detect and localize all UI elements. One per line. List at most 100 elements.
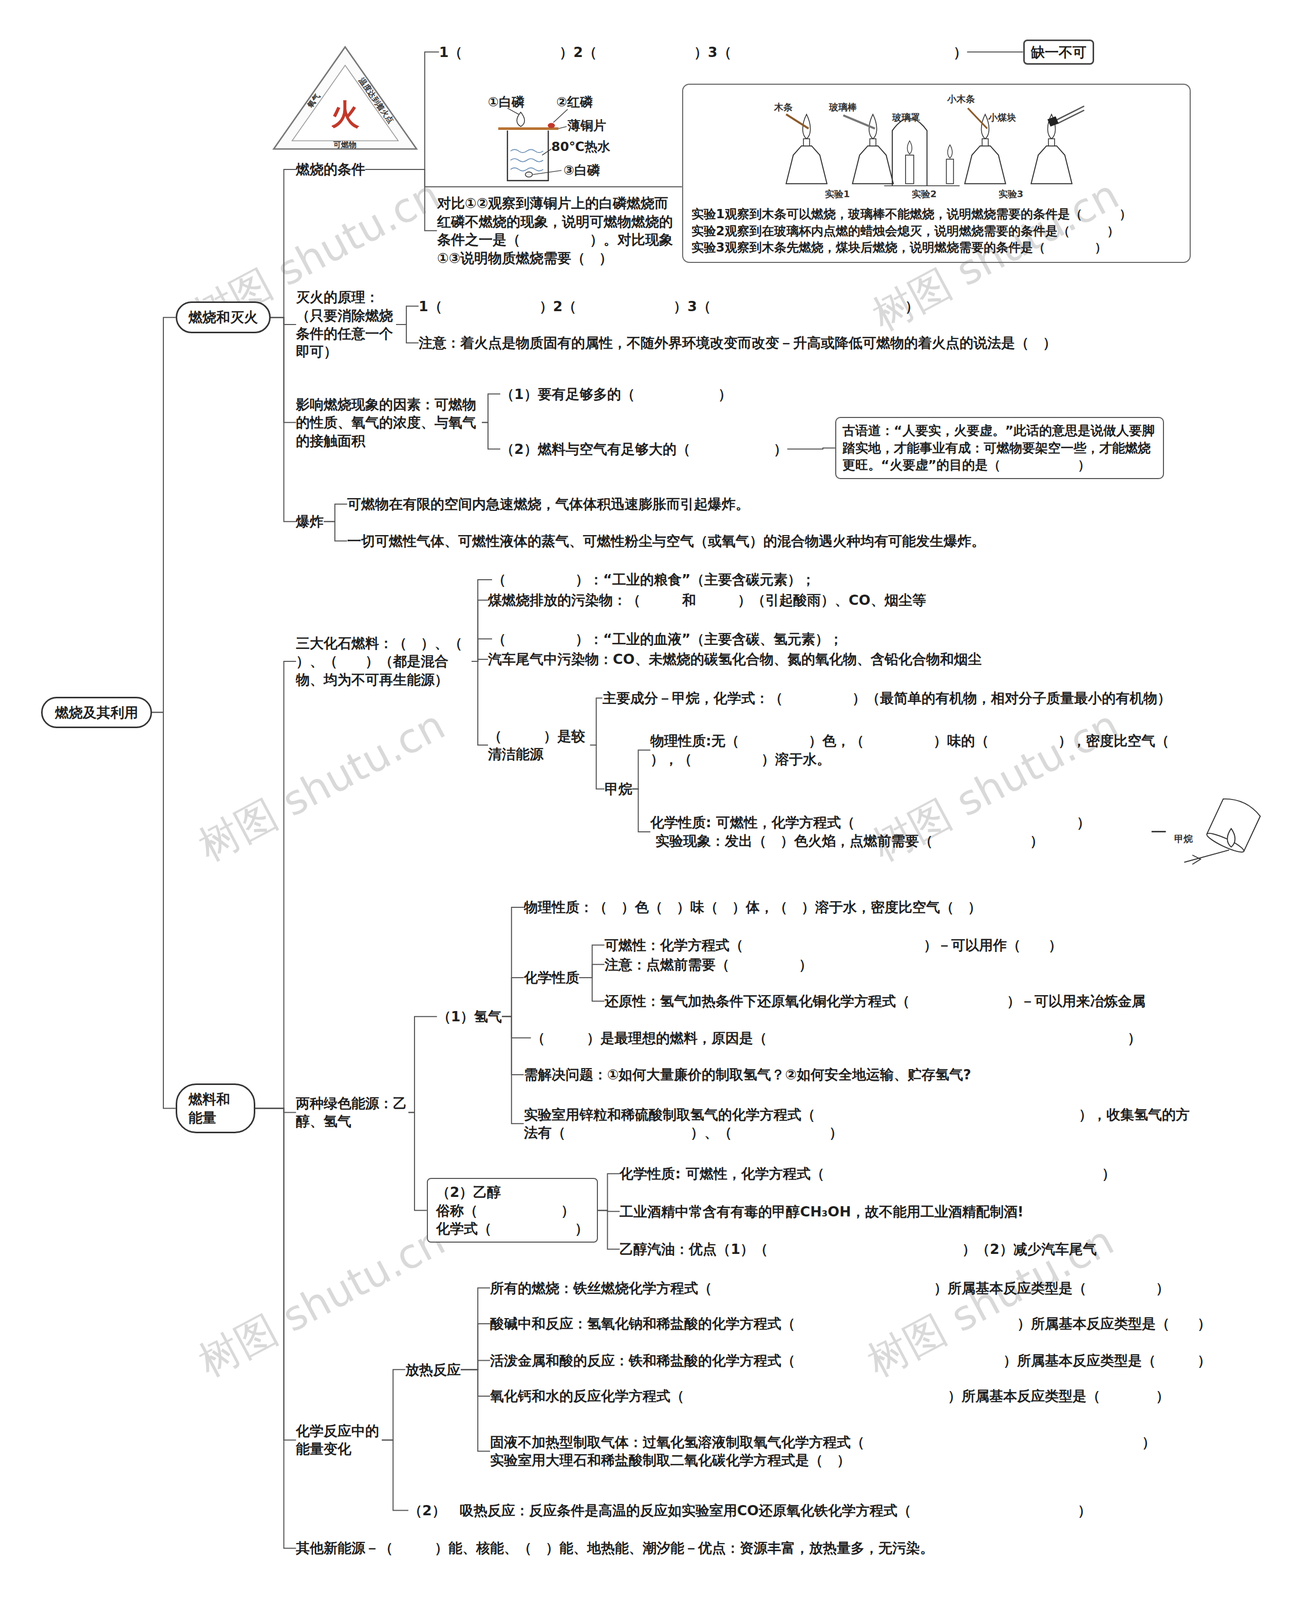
topic-text: 一切可燃性气体、可燃性液体的蒸气、可燃性粉尘与空气（或氧气）的混合物遇火种均有可…: [347, 532, 986, 551]
branch-connector: [597, 1174, 621, 1212]
branch-connector: [579, 945, 605, 979]
branch-connector: [501, 1017, 531, 1039]
topic-text: 其他新能源－（ ）能、核能、（ ）能、地热能、潮汐能－优点：资源丰富，放热量多，…: [295, 1539, 934, 1558]
topic-text: 物理性质：（ ）色（ ）味（ ）体，（ ）溶于水，密度比空气（ ）: [523, 898, 982, 917]
node-text: 化学性质: 可燃性，化学方程式（ ）: [619, 1165, 1116, 1183]
figure-label: 薄铜片: [567, 118, 607, 133]
topic-text: 煤燃烧排放的污染物：（ 和 ）（引起酸雨）、CO、烟尘等: [487, 591, 927, 610]
figure-label: ①白磷: [487, 95, 525, 109]
node-text: 两种绿色能源：乙醇、氢气: [295, 1094, 409, 1132]
branch-connector: [270, 317, 297, 522]
node-text: 燃烧和灭火: [188, 308, 258, 327]
node-text: 注意：着火点是物质固有的属性，不随外界环境改变而改变－升高或降低可燃物的着火点的…: [418, 333, 1057, 352]
topic-text: （ ）：“工业的血液”（主要含碳、氢元素）；: [492, 630, 843, 649]
node-text: 燃烧的条件: [295, 160, 366, 179]
branch-connector: [396, 324, 419, 344]
branch-connector: [323, 504, 347, 522]
node-text: 三大化石燃料：（ ）、（ ）、（ ）（都是混合物、均为不可再生能源）: [295, 634, 472, 689]
branch-connector: [408, 1017, 438, 1114]
node-text: 物理性质：（ ）色（ ）味（ ）体，（ ）溶于水，密度比空气（ ）: [523, 898, 982, 917]
node-text: 实验现象：发出（ ）色火焰，点燃前需要（ ）: [650, 832, 1091, 851]
branch-connector: [381, 1440, 409, 1511]
branch-connector: [255, 1109, 297, 1441]
node-text: 实验3观察到木条先燃烧，煤块后燃烧，说明燃烧需要的条件是（ ）: [691, 239, 1182, 256]
node-text: 固液不加热型制取气体：过氧化氢溶液制取氧气化学方程式（ ）: [490, 1433, 1156, 1452]
node-text: 缺一不可: [1030, 43, 1087, 62]
branch-connector: [396, 306, 419, 325]
topic-text: 影响燃烧现象的因素：可燃物的性质、氧气的浓度、与氧气的接触面积: [295, 395, 482, 450]
node-text: 一切可燃性气体、可燃性液体的蒸气、可燃性粉尘与空气（或氧气）的混合物遇火种均有可…: [347, 532, 986, 551]
node-text: 爆炸: [295, 512, 324, 531]
figure-label: 玻璃罩: [892, 112, 920, 123]
figure-label: 80℃热水: [551, 139, 611, 154]
topic-text: 乙醇汽油：优点（1）（ ）（2）减少汽车尾气: [619, 1240, 1097, 1259]
branch-connector: [460, 1360, 491, 1370]
node-text: （ ）：“工业的粮食”（主要含碳元素）；: [492, 570, 816, 589]
topic-text: 化学性质: 可燃性，化学方程式（ ）实验现象：发出（ ）色火焰，点燃前需要（ ）: [650, 813, 1091, 851]
node-text: （1）氢气: [437, 1007, 503, 1026]
topic-text: 还原性：氢气加热条件下还原氧化铜化学方程式（ ）－可以用来冶炼金属: [604, 992, 1146, 1011]
node-text: 实验2观察到在玻璃杯内点燃的蜡烛会熄灭，说明燃烧需要的条件是（ ）: [691, 222, 1182, 240]
branch-connector: [579, 964, 605, 979]
branch-connector: [471, 600, 488, 662]
branch-connector: [481, 393, 501, 423]
branch-connector: [471, 579, 493, 662]
node-text: （2） 吸热反应：反应条件是高温的反应如实验室用CO还原氧化铁化学方程式（ ）: [408, 1501, 1092, 1520]
node-text: 实验室用大理石和稀盐酸制取二氧化碳化学方程式是（ ）: [490, 1451, 1156, 1470]
experiment-sketch: [785, 106, 1084, 186]
node-text: （2）燃料与空气有足够大的（ ）: [500, 440, 788, 459]
node-text: 物理性质:无（ ）色，（ ）味的（ ），密度比空气（ ），（ ）溶于水。: [650, 731, 1172, 769]
node-text: 甲烷: [604, 780, 633, 799]
node-text: 化学性质: 可燃性，化学方程式（ ）: [650, 813, 1091, 832]
node-text: 影响燃烧现象的因素：可燃物的性质、氧气的浓度、与氧气的接触面积: [295, 395, 482, 450]
topic-text: （1）要有足够多的（ ）: [500, 385, 732, 404]
branch-connector: [787, 448, 836, 450]
topic-text: 可燃物在有限的空间内急速燃烧，气体体积迅速膨胀而引起爆炸。: [347, 495, 750, 514]
branch-connector: [255, 1109, 297, 1114]
topic-text: 工业酒精中常含有有毒的甲醇CH₃OH，故不能用工业酒精配制酒!: [619, 1203, 1024, 1221]
node-text: （ ）是最理想的燃料，原因是（ ）: [531, 1029, 1142, 1048]
figure-label: 实验1: [824, 189, 850, 200]
topic-text: 实验室用锌粒和稀硫酸制取氢气的化学方程式（ ），收集氢气的方法有（ ）、（ ）: [523, 1105, 1204, 1143]
topic-text: （ ）：“工业的粮食”（主要含碳元素）；: [492, 570, 816, 589]
branch-connector: [590, 745, 605, 789]
branch-connector: [460, 1369, 491, 1452]
topic-text: 主要成分－甲烷，化学式：（ ）（最简单的有机物，相对分子质量最小的有机物）: [602, 689, 1172, 708]
figure-label: 甲烷: [1174, 834, 1193, 845]
branch-connector: [460, 1324, 491, 1370]
topic-box: 燃烧和灭火: [175, 301, 271, 333]
node-text: 需解决问题：①如何大量廉价的制取氢气？②如何安全地运输、贮存氢气?: [523, 1065, 972, 1084]
topic-text: 化学性质: [523, 968, 580, 987]
figure-label: 可燃物: [333, 140, 357, 149]
branch-connector: [152, 317, 176, 713]
figure-label: 实验2: [911, 189, 937, 200]
node-text: 对比①②观察到薄铜片上的白磷燃烧而红磷不燃烧的现象，说明可燃物燃烧的条件之一是（…: [437, 194, 678, 268]
node-text: 实验1观察到木条可以燃烧，玻璃棒不能燃烧，说明燃烧需要的条件是（ ）: [691, 205, 1182, 223]
topic-text: （ ）是最理想的燃料，原因是（ ）: [531, 1029, 1142, 1048]
figure-label: 实验3: [998, 189, 1024, 200]
topic-text: 汽车尾气中污染物：CO、未燃烧的碳氢化合物、氮的氧化物、含铅化合物和烟尘: [487, 650, 982, 669]
node-text: 1（ ）2（ ）3（ ）: [439, 43, 968, 62]
node-text: 化学反应中的能量变化: [295, 1422, 382, 1459]
branch-connector: [597, 1210, 621, 1250]
branch-connector: [323, 521, 347, 542]
branch-connector: [460, 1369, 491, 1397]
branch-connector: [967, 51, 1024, 53]
figure-label: 火: [330, 98, 360, 130]
branch-connector: [255, 661, 297, 1110]
topic-text: 化学反应中的能量变化: [295, 1422, 382, 1459]
branch-connector: [152, 712, 176, 1109]
node-text: （ ）是较清洁能源: [487, 727, 591, 764]
node-text: 燃料和 能量: [188, 1090, 243, 1127]
node-text: 1（ ）2（ ）3（ ）: [418, 297, 919, 316]
node-text: 活泼金属和酸的反应：铁和稀盐酸的化学方程式（ ）所属基本反应类型是（ ）: [490, 1351, 1212, 1370]
branch-connector: [408, 1112, 427, 1211]
topic-text: 氧化钙和水的反应化学方程式（ ）所属基本反应类型是（ ）: [490, 1387, 1170, 1406]
topic-text: 固液不加热型制取气体：过氧化氢溶液制取氧气化学方程式（ ）实验室用大理石和稀盐酸…: [490, 1433, 1156, 1471]
topic-text: 物理性质:无（ ）色，（ ）味的（ ），密度比空气（ ），（ ）溶于水。: [650, 731, 1172, 769]
node-text: 古语道：“人要实，火要虚。”此话的意思是说做人要脚踏实地，才能事业有成：可燃物要…: [842, 422, 1157, 475]
topic-text: 灭火的原理：（只要消除燃烧条件的任意一个即可）: [295, 288, 397, 362]
topic-text: （ ）是较清洁能源: [487, 727, 591, 764]
topic-text: 两种绿色能源：乙醇、氢气: [295, 1094, 409, 1132]
node-text: 化学性质: [523, 968, 580, 987]
